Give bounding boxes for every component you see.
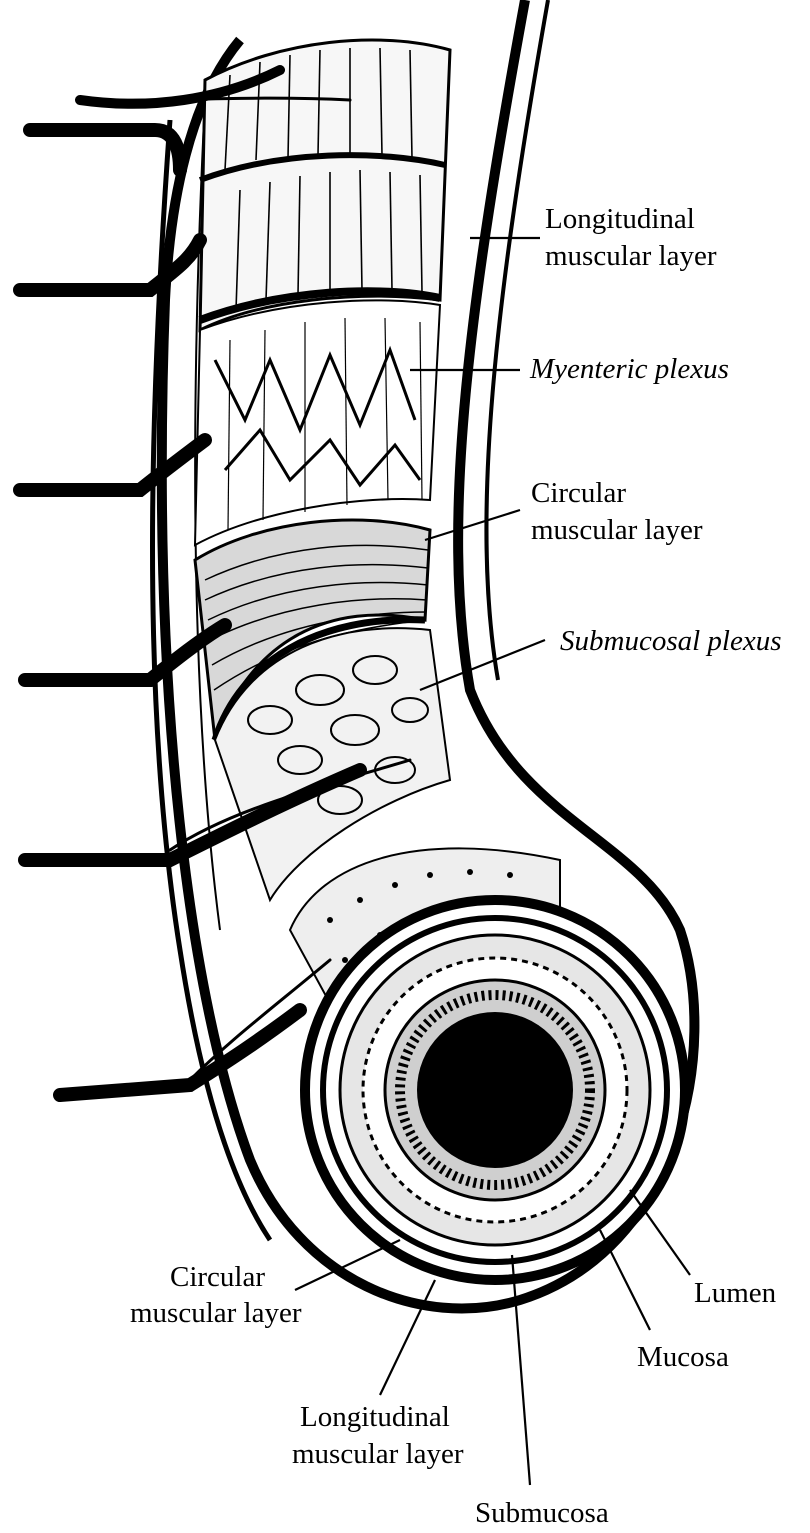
label-longitudinal-top-line2: muscular layer <box>545 240 717 272</box>
label-longitudinal-top-line1: Longitudinal <box>545 203 695 235</box>
label-circular-top-line2: muscular layer <box>531 514 703 546</box>
leader-submucosal-plexus <box>420 640 545 690</box>
label-mucosa: Mucosa <box>637 1341 729 1373</box>
label-lumen: Lumen <box>694 1277 777 1309</box>
label-circular-bottom-line2: muscular layer <box>130 1297 302 1329</box>
cross-section <box>305 900 685 1280</box>
label-submucosal-plexus: Submucosal plexus <box>560 625 782 657</box>
myenteric-plexus-band <box>195 300 440 545</box>
label-submucosa: Submucosa <box>475 1497 609 1529</box>
lumen-opening <box>417 1012 573 1168</box>
label-myenteric-plexus: Myenteric plexus <box>529 353 729 385</box>
leader-mucosa <box>600 1230 650 1330</box>
label-longitudinal-bottom-line1: Longitudinal <box>300 1401 450 1433</box>
leader-submucosa <box>512 1255 530 1485</box>
label-longitudinal-bottom-line2: muscular layer <box>292 1438 464 1470</box>
label-circular-top-line1: Circular <box>531 477 626 509</box>
label-circular-bottom-line1: Circular <box>170 1261 265 1293</box>
leader-lumen <box>630 1190 690 1275</box>
leader-circular-top <box>425 510 520 540</box>
